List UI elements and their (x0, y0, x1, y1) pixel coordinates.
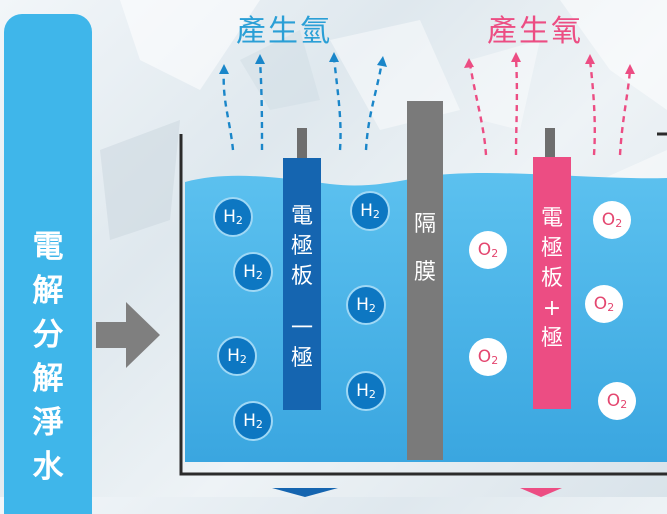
negative-electrode-rod (297, 128, 307, 162)
membrane (407, 101, 443, 460)
negative-label-char: 極 (290, 234, 313, 259)
negative-label-char: 電 (290, 204, 313, 229)
hydrogen-arrowheads (219, 52, 387, 74)
oxygen-arrowheads (464, 52, 635, 74)
hydrogen-title: 產生氫 (236, 14, 332, 49)
membrane-label-char: 膜 (413, 260, 436, 285)
negative-marker-icon (272, 488, 338, 497)
sidebar-title-char: 電 (32, 229, 64, 265)
oxygen-title: 產生氧 (487, 14, 583, 49)
sidebar-title-char: 解 (32, 273, 64, 309)
positive-label-char: 極 (540, 326, 563, 351)
positive-electrode (533, 157, 571, 409)
positive-label-char: 極 (540, 236, 563, 261)
negative-electrode (283, 158, 321, 410)
electrolysis-diagram (179, 52, 667, 497)
negative-label-char: 板 (290, 264, 313, 289)
positive-label-char: 電 (540, 206, 563, 231)
positive-label-char: + (542, 296, 562, 321)
positive-label-char: 板 (540, 266, 563, 291)
sidebar-title-char: 淨 (32, 405, 64, 441)
hydrogen-rising-arrows (222, 57, 384, 151)
sidebar-title-char: 分 (32, 317, 64, 353)
negative-label-char: 一 (290, 316, 313, 341)
negative-label-char: 極 (290, 346, 313, 371)
sidebar-title-panel: 電 解 分 解 淨 水 (4, 14, 92, 514)
sidebar-title-char: 解 (32, 361, 64, 397)
oxygen-rising-arrows (468, 57, 632, 156)
positive-electrode-rod (545, 128, 555, 158)
sidebar-title-char: 水 (32, 449, 64, 485)
tank-outline (179, 134, 667, 476)
membrane-label-char: 隔 (413, 212, 436, 237)
flow-arrow-icon (96, 302, 160, 368)
positive-marker-icon (520, 488, 562, 497)
